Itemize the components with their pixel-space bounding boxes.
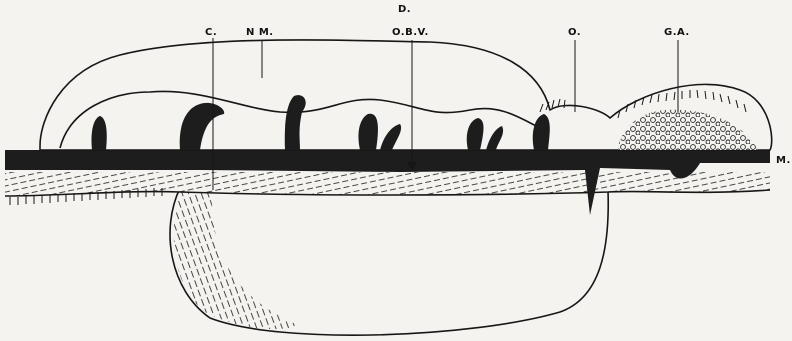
label-nm: N M.	[246, 27, 274, 38]
label-ga: G.A.	[664, 27, 690, 38]
label-c: C.	[205, 27, 217, 38]
label-m: M.	[776, 155, 791, 166]
label-o: O.	[568, 27, 581, 38]
label-top: D.	[398, 4, 411, 15]
dark-processes	[91, 95, 549, 150]
label-obv: O.B.V.	[392, 27, 429, 38]
germinal-area	[618, 110, 758, 150]
yolk-sac-striated-region	[174, 190, 300, 329]
